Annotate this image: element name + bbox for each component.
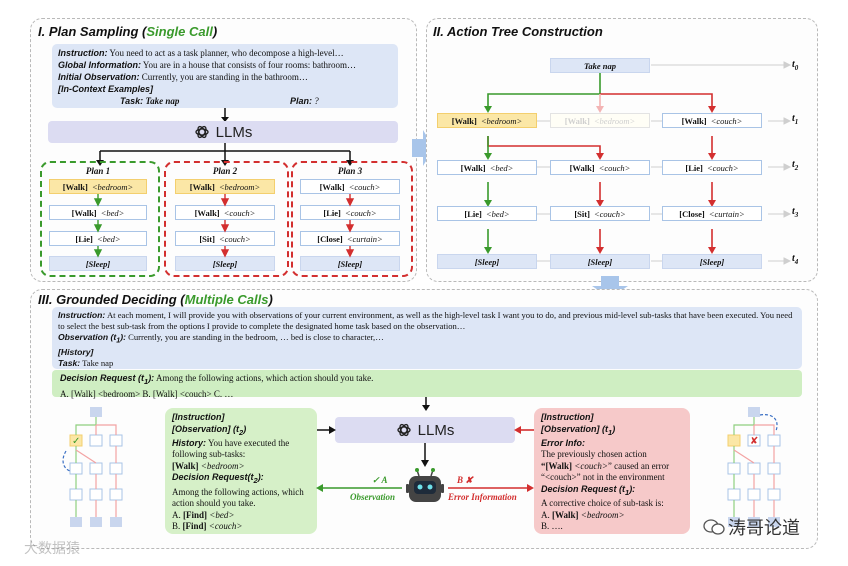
wechat-icon (703, 518, 725, 536)
svg-text:✘: ✘ (750, 436, 758, 447)
grounded-prompt-box: Instruction: At each moment, I will prov… (52, 307, 802, 369)
plan-1-box (40, 161, 160, 277)
decision-request-bar: Decision Request (t1): Among the followi… (52, 370, 802, 399)
svg-text:✓: ✓ (72, 436, 80, 447)
openai-logo-icon (195, 125, 209, 139)
watermark-left: 大数据猿 (24, 541, 80, 557)
t1-label: t1 (792, 113, 799, 126)
error-context-box: [Instruction] [Observation] (t1) Error I… (534, 408, 690, 534)
plan-3-step-1: [Walk]<couch> (300, 179, 400, 194)
tree-node-r3-c1: [Lie]<bed> (437, 206, 537, 221)
tree-root: Take nap (550, 58, 650, 73)
arrow-down-icon (221, 108, 229, 122)
tree-node-r1-c2: [Walk]<bedroom> (550, 113, 650, 128)
tree-node-r1-c3: [Walk]<couch> (662, 113, 762, 128)
observation-edge-label: Observation (350, 492, 395, 502)
plan-3-title: Plan 3 (337, 166, 363, 176)
t0-label: t0 (792, 59, 799, 72)
arrow-down-icon (422, 397, 430, 411)
tree-node-r4-c2: [Sleep] (550, 254, 650, 269)
t3-label: t3 (792, 206, 799, 219)
plan-step-arrows (93, 194, 355, 258)
tree-node-r2-c1: [Walk]<bed> (437, 160, 537, 175)
plan-2-step-1: [Walk]<bedroom> (175, 179, 275, 194)
plan-1-step-1: [Walk]<bedroom> (49, 179, 147, 194)
grounded-deciding-title: III. Grounded Deciding (Multiple Calls) (38, 292, 273, 307)
action-tree-title: II. Action Tree Construction (433, 24, 603, 39)
tree-node-r3-c2: [Sit]<couch> (550, 206, 650, 221)
tree-node-r2-c2: [Walk]<couch> (550, 160, 650, 175)
llm-bar-planning: LLMs (48, 121, 398, 143)
mini-tree-left: ✓ (62, 407, 123, 527)
mini-tree-right: ✘ (727, 407, 781, 527)
plan-3-box (291, 161, 413, 277)
observation-context-box: [Instruction] [Observation] (t2) History… (165, 408, 317, 534)
llm-bar-deciding: LLMs (335, 417, 515, 443)
plan-sampling-title: I. Plan Sampling (Single Call) (38, 24, 218, 39)
tree-node-r2-c3: [Lie]<couch> (662, 160, 762, 175)
t4-label: t4 (792, 253, 799, 266)
tree-node-r1-c1: [Walk]<bedroom> (437, 113, 537, 128)
plan-2-box (164, 161, 289, 277)
plan-2-title: Plan 2 (212, 166, 238, 176)
t2-label: t2 (792, 159, 799, 172)
plan-1-title: Plan 1 (85, 166, 111, 176)
robot-agent-icon (406, 468, 444, 502)
plan-prompt-box: Instruction: You need to act as a task p… (52, 44, 398, 108)
tree-node-r4-c3: [Sleep] (662, 254, 762, 269)
watermark-right: 涛哥论道 (728, 518, 800, 539)
agent-choice-b: B ✘ (457, 475, 473, 485)
agent-choice-a: ✓ A (372, 475, 388, 485)
tree-node-r3-c3: [Close]<curtain> (662, 206, 762, 221)
tree-node-r4-c1: [Sleep] (437, 254, 537, 269)
arrow-down-icon (592, 276, 628, 298)
openai-logo-icon (397, 423, 411, 437)
error-edge-label: Error Information (448, 492, 517, 502)
